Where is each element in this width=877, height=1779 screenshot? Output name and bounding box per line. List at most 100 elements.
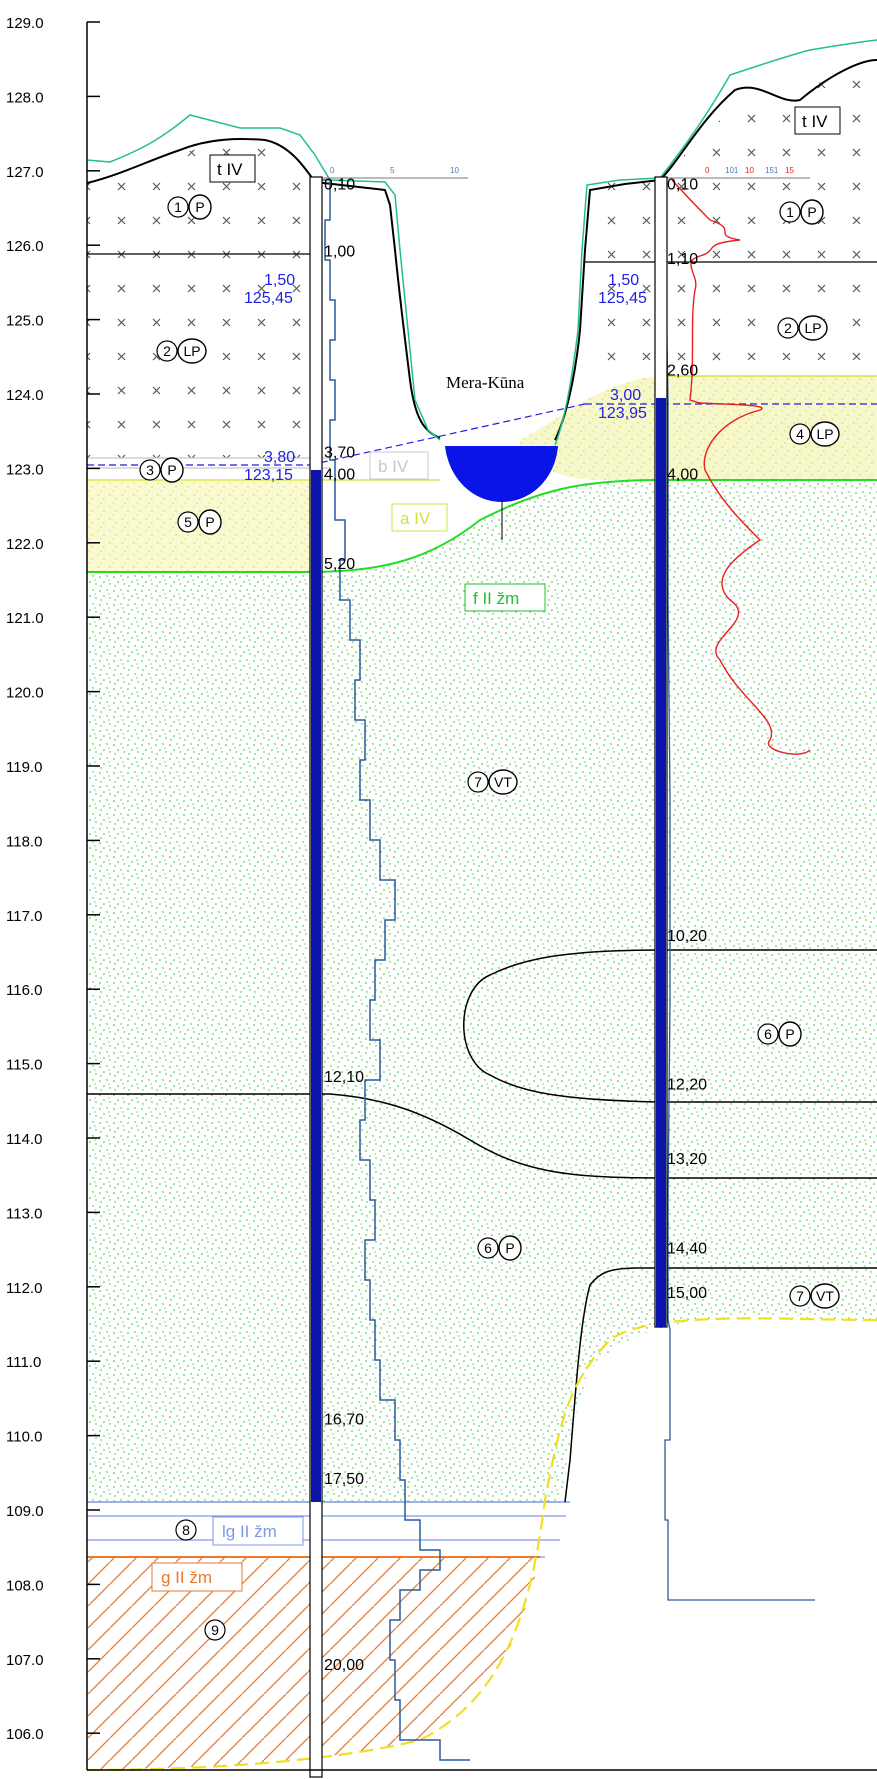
cpt-left-curve [320,179,470,1761]
layer-code: P [205,514,214,530]
y-tick-label: 122.0 [6,536,44,553]
depth-label: 14,40 [667,1240,707,1257]
depth-label: 15,00 [667,1285,707,1302]
layer-number-circle [156,340,178,362]
depth-label: 4,00 [667,467,698,484]
y-tick-label: 117.0 [6,908,42,925]
yellow-boundary [86,1317,877,1772]
wl-left-2-depth: 3,80 [264,449,295,466]
layer-label-l7_mid: 7 VT [467,769,518,795]
y-tick-label: 115.0 [6,1057,42,1074]
layer-number: 6 [484,1240,492,1256]
boundary-12-left [87,1093,877,1179]
river-water [445,446,558,502]
geo-lg: lg II žm [212,1516,304,1546]
layer-number: 4 [796,426,804,442]
layer-number: 6 [764,1026,772,1042]
y-tick-label: 107.0 [6,1652,44,1669]
layer-code-circle [798,315,828,341]
layer-number: 2 [163,343,171,359]
terrain-left-green [86,114,441,441]
geo-f-text: f II žm [473,589,519,608]
layer-number: 8 [182,1522,190,1538]
depth-label: 3,70 [324,444,355,461]
river-label: Mera-Kūna [446,373,525,392]
layer-code: LP [816,426,833,442]
cpt-scale-right-label: 0 [705,166,710,175]
layer-code: VT [816,1288,834,1304]
wl-right-2-elev: 123,95 [598,405,647,422]
cpt-right-curve-blue [664,229,815,1601]
y-tick-label: 106.0 [6,1726,44,1743]
geo-a-text: a IV [400,509,431,528]
depth-label: 4,00 [324,467,355,484]
y-axis-ticks: 129.0128.0127.0126.0125.0124.0123.0122.0… [6,15,100,1743]
boundary-14-right [564,1267,877,1503]
layer-number-circle [757,1023,779,1045]
terrain-right-green [554,39,877,446]
borehole-right-depths: 0,101,102,604,0010,2012,2013,2014,4015,0… [667,176,707,1302]
cpt-scale-right-label: 15 [785,166,794,175]
layer-number-circle [789,423,811,445]
wl-left-1-depth: 1,50 [264,272,295,289]
depth-label: 16,70 [324,1411,364,1428]
lens-6-right [463,949,877,1103]
layer-code-circle [498,1235,522,1261]
cpt-scale-right-label: 10 [745,166,754,175]
y-tick-label: 125.0 [6,313,44,330]
layer-code-circle [800,199,824,225]
y-tick-label: 118.0 [6,833,42,850]
y-tick-label: 129.0 [6,15,44,32]
depth-label: 1,00 [324,243,355,260]
wl-right-1-depth: 1,50 [608,272,639,289]
layer-number-circle [175,1519,197,1541]
y-tick-label: 113.0 [6,1205,42,1222]
layer-number-circle [139,459,161,481]
layer-number: 7 [474,774,482,790]
layer-code-circle [188,194,212,220]
depth-label: 0,10 [324,176,355,193]
y-tick-label: 128.0 [6,89,44,106]
layer-number-circle [204,1619,226,1641]
depth-label: 12,10 [324,1069,364,1086]
wl-left-1-elev: 125,45 [244,290,293,307]
layer-label-l4_right: 4 LP [789,421,840,447]
layer-label-l8: 8 [175,1519,197,1541]
layer-number: 1 [786,204,794,220]
layer-number: 1 [174,199,182,215]
cpt-scale-left-label: 10 [450,166,459,175]
y-tick-label: 108.0 [6,1577,44,1594]
layer-number: 9 [211,1622,219,1638]
layer-number: 7 [796,1288,804,1304]
layer-code: P [167,462,176,478]
depth-label: 20,00 [324,1657,364,1674]
y-tick-label: 112.0 [6,1280,42,1297]
borehole-right-screen [656,398,666,1327]
wl-right-2-depth: 3,00 [610,387,641,404]
y-tick-label: 119.0 [6,759,42,776]
layer-label-l2_left: 2 LP [156,338,207,364]
layer-number: 5 [184,514,192,530]
lg-layer [87,1502,567,1557]
depth-label: 12,20 [667,1077,707,1094]
geo-b: b IV [369,451,429,480]
layer-code: P [505,1240,514,1256]
layer-4-pattern [520,376,877,480]
layer-7-pattern [87,480,877,1502]
wl-right-1-elev: 125,45 [598,290,647,307]
layer-code: LP [183,343,200,359]
layer-code-circle [198,509,222,535]
y-tick-label: 123.0 [6,461,44,478]
layer-code-circle [177,338,207,364]
layer-code: VT [494,774,512,790]
layer-5-pattern [87,480,310,572]
depth-label: 17,50 [324,1471,364,1488]
